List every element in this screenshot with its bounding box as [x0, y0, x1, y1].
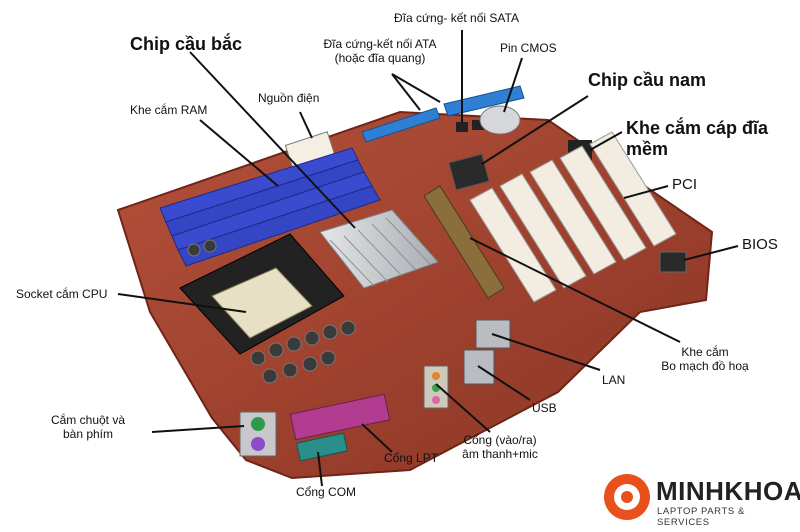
label-cong-am-thanh-line2: âm thanh+mic — [462, 446, 538, 461]
ata-connector-2 — [443, 85, 525, 117]
line-ata-1 — [391, 73, 421, 111]
label-dia-cung-sata: Đĩa cứng- kết nối SATA — [394, 11, 519, 25]
label-chip-cau-nam: Chip cầu nam — [588, 70, 707, 90]
label-chip-cau-bac: Chip cầu bắc — [130, 34, 243, 54]
label-cam-chuot-line2: bàn phím — [62, 426, 114, 441]
ata-connector-1 — [361, 107, 441, 143]
sata-port-2 — [472, 120, 484, 130]
label-bios: BIOS — [742, 236, 778, 253]
line-cong-lpt — [361, 423, 393, 453]
line-pin-cmos — [503, 57, 523, 113]
label-khe-cam-cap-dia-line2: mềm — [626, 138, 669, 159]
ram-slots — [159, 147, 381, 267]
audio-jack-1 — [432, 372, 440, 380]
line-cong-am-thanh — [435, 383, 491, 433]
com-port — [296, 432, 348, 462]
label-khe-cam-do-hoa-line2: Bo mạch đồ hoạ — [661, 358, 749, 373]
leader-lines — [117, 30, 739, 487]
lpt-port — [289, 393, 391, 441]
label-khe-cam-cap-dia: Khe cắm cáp đĩa mềm — [626, 118, 768, 159]
line-khe-cam-do-hoa — [469, 237, 681, 343]
label-cong-lpt: Cổng LPT — [384, 451, 439, 465]
label-khe-cam-do-hoa: Khe cắm Bo mạch đồ hoạ — [640, 345, 770, 374]
label-khe-cam-cap-dia-line1: Khe cắm cáp đĩa — [626, 118, 769, 138]
pci-slots — [469, 131, 677, 303]
line-cong-com — [317, 451, 323, 487]
ps2-port-mouse — [251, 417, 265, 431]
logo-tagline: LAPTOP PARTS & SERVICES — [657, 506, 745, 528]
sata-port — [456, 122, 468, 132]
line-lan — [491, 333, 601, 371]
cmos-battery — [479, 105, 521, 135]
capacitors — [187, 239, 356, 384]
line-socket-cpu — [117, 293, 247, 313]
line-khe-cam-cap-dia — [589, 131, 623, 151]
north-bridge-heatsink — [319, 209, 439, 289]
line-chip-cau-nam — [481, 95, 589, 165]
line-khe-cam-ram — [199, 119, 279, 187]
label-usb: USB — [532, 401, 557, 415]
label-socket-cpu: Socket cắm CPU — [16, 287, 108, 301]
line-cam-chuot — [151, 425, 245, 433]
label-cam-chuot-line1: Cắm chuột và — [50, 413, 126, 427]
cpu-socket — [211, 267, 313, 339]
label-nguon-dien: Nguồn điện — [258, 91, 320, 105]
label-dia-cung-ata: Đĩa cứng-kết nối ATA (hoặc đĩa quang) — [290, 37, 470, 66]
label-pin-cmos: Pin CMOS — [500, 41, 557, 55]
label-khe-cam-do-hoa-line1: Khe cắm — [681, 345, 729, 359]
line-nguon-dien — [299, 111, 313, 139]
label-cam-chuot: Cắm chuột và bàn phím — [26, 413, 150, 442]
label-pci: PCI — [672, 176, 698, 193]
label-dia-cung-ata-line2: (hoặc đĩa quang) — [334, 50, 426, 65]
line-usb — [477, 365, 531, 401]
label-cong-am-thanh: Cổng (vào/ra) âm thanh+mic — [440, 433, 560, 462]
line-chip-cau-bac — [189, 51, 356, 229]
line-bios — [683, 245, 739, 261]
ps2-port-keyboard — [251, 437, 265, 451]
label-dia-cung-ata-line1: Đĩa cứng-kết nối ATA — [323, 37, 437, 51]
minhkhoa-logo: MINHKHOA LAPTOP PARTS & SERVICES — [604, 474, 800, 528]
minhkhoa-logo-icon — [604, 474, 650, 520]
label-lan: LAN — [602, 373, 626, 387]
audio-jack-3 — [432, 396, 440, 404]
agp-slot — [423, 185, 505, 299]
bios-chip — [659, 251, 687, 273]
south-bridge-chip — [448, 153, 490, 191]
line-ata-2 — [391, 73, 441, 103]
line-pci — [623, 185, 669, 199]
label-cong-com: Cổng COM — [296, 485, 357, 499]
logo-brand: MINHKHOA — [656, 476, 800, 506]
label-khe-cam-ram: Khe cắm RAM — [130, 103, 208, 117]
label-cong-am-thanh-line1: Cổng (vào/ra) — [463, 433, 537, 447]
